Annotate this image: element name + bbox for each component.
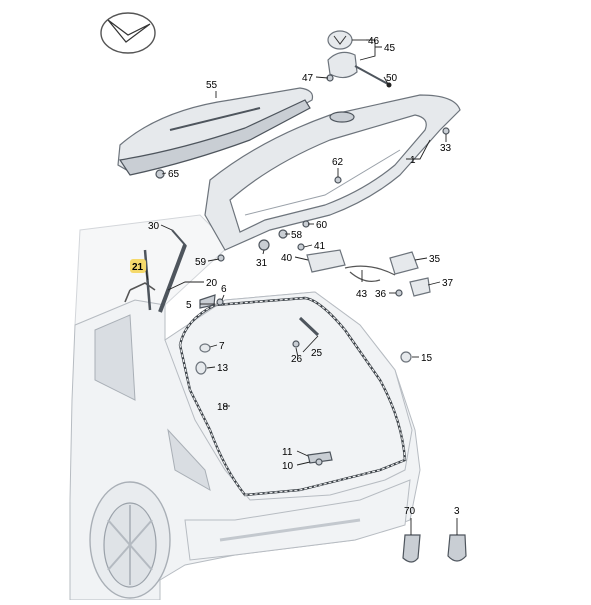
callout-labels: 1 3 5 6 7 10 11 13 15 18 20 21 25 26 30 … — [132, 36, 460, 517]
callout-40: 40 — [281, 253, 293, 264]
callout-6: 6 — [221, 284, 227, 295]
callout-21: 21 — [132, 262, 144, 273]
emblem-assembly — [326, 30, 392, 88]
callout-55: 55 — [206, 80, 218, 91]
callout-59: 59 — [195, 257, 207, 268]
callout-50: 50 — [386, 73, 398, 84]
callout-35: 35 — [429, 254, 441, 265]
callout-45: 45 — [384, 43, 396, 54]
callout-62: 62 — [332, 157, 344, 168]
callout-31: 31 — [256, 258, 268, 269]
callout-13: 13 — [217, 363, 229, 374]
callout-33: 33 — [440, 143, 452, 154]
callout-30: 30 — [148, 221, 160, 232]
callout-47: 47 — [302, 73, 314, 84]
orientation-logo — [100, 12, 156, 54]
callout-36: 36 — [375, 289, 387, 300]
callout-25: 25 — [311, 348, 323, 359]
small-parts — [155, 127, 467, 563]
callout-7: 7 — [219, 341, 225, 352]
tailgate-seal — [178, 296, 407, 497]
gas-strut — [124, 229, 187, 313]
callout-5: 5 — [186, 300, 192, 311]
highlight-badge — [130, 259, 146, 273]
callout-20: 20 — [206, 278, 218, 289]
tailgate-frame — [204, 94, 461, 251]
callout-43: 43 — [356, 289, 368, 300]
callout-65: 65 — [168, 169, 180, 180]
callout-15: 15 — [421, 353, 433, 364]
leader-lines — [144, 39, 458, 535]
callout-10: 10 — [282, 461, 294, 472]
callout-70: 70 — [404, 506, 416, 517]
callout-26: 26 — [291, 354, 303, 365]
callout-60: 60 — [316, 220, 328, 231]
car-body — [69, 214, 421, 601]
callout-3: 3 — [454, 506, 460, 517]
callout-11: 11 — [282, 447, 293, 458]
callout-58: 58 — [291, 230, 303, 241]
callout-41: 41 — [314, 241, 326, 252]
callout-37: 37 — [442, 278, 454, 289]
rear-spoiler — [117, 87, 314, 176]
callout-46: 46 — [368, 36, 380, 47]
callout-18: 18 — [217, 402, 229, 413]
callout-1: 1 — [410, 155, 416, 166]
